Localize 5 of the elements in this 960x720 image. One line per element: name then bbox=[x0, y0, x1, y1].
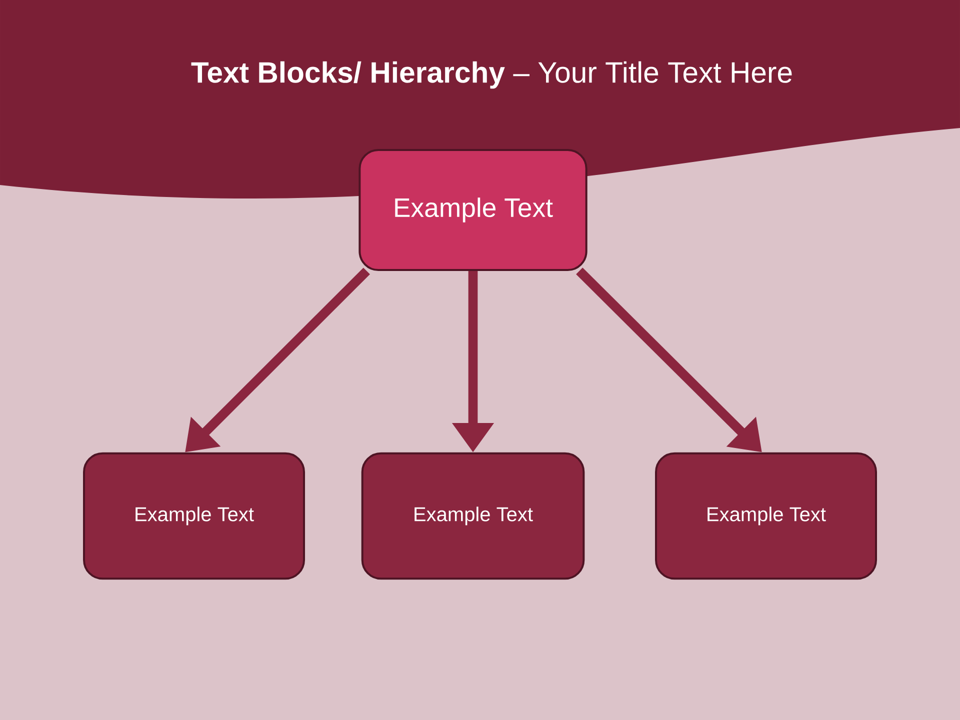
text-box: Example Text bbox=[358, 149, 588, 271]
text-box: Example Text bbox=[361, 452, 585, 580]
text-box: Example Text bbox=[655, 452, 877, 580]
diagram-title: Text Blocks/ Hierarchy – Your Title Text Here bbox=[191, 61, 792, 89]
text-box: Example Text bbox=[83, 452, 305, 580]
